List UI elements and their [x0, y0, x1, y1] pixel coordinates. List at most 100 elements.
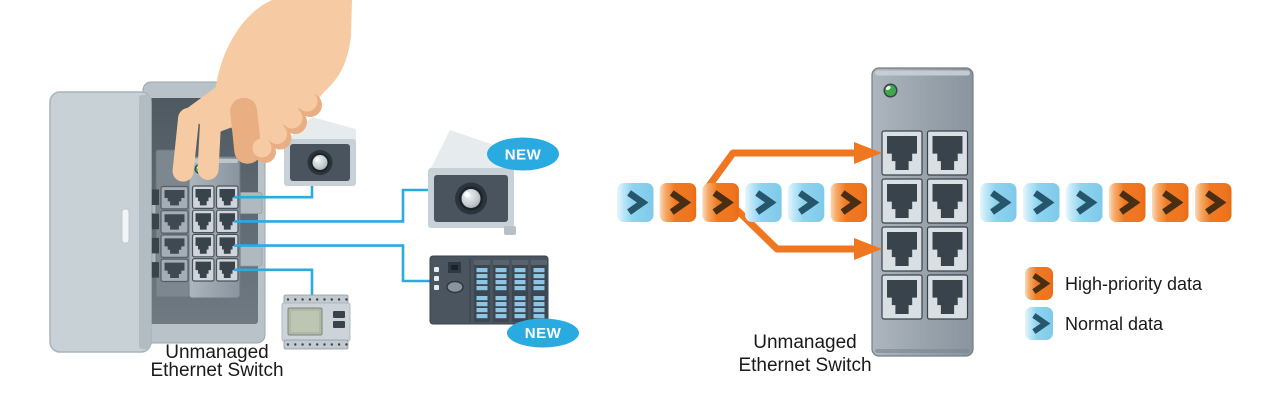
legend-label-high-priority: High-priority data [1065, 274, 1203, 294]
packet-normal [1066, 183, 1103, 222]
rj45-jack-icon [219, 261, 235, 278]
packet-normal [1023, 183, 1060, 222]
meter-button [333, 321, 345, 328]
packet-normal [617, 183, 654, 222]
rj45-jack-icon [887, 232, 917, 266]
terminal-dot [301, 298, 304, 301]
rj45-jack-icon [195, 261, 211, 278]
door-handle [121, 208, 130, 244]
rj45-jack-icon [164, 214, 185, 230]
arrowhead-icon [854, 238, 882, 260]
new-badge: NEW [507, 318, 579, 348]
camera-lens-icon [307, 150, 333, 175]
rj45-jack-icon [932, 280, 963, 314]
legend: High-priority data Normal data [1025, 267, 1203, 340]
serial-port-icon [446, 280, 464, 294]
cabinet-door [49, 91, 152, 353]
connection-line [234, 244, 432, 283]
rj45-jack-icon [887, 280, 917, 314]
chevron-icon [755, 190, 777, 215]
terminal-dot [308, 298, 312, 301]
high-priority-arrow [703, 149, 856, 193]
chevron-icon [1162, 190, 1184, 215]
chevron-icon [990, 190, 1012, 215]
chevron-icon [1119, 190, 1141, 215]
hand [172, 0, 352, 182]
scene-right: High-priority data Normal data Unmanaged… [617, 67, 1232, 376]
rj45-jack-icon [195, 237, 211, 254]
rj45-jack-icon [164, 190, 185, 206]
chevron-icon [1032, 273, 1051, 294]
chevron-icon [712, 190, 734, 215]
connection-line [234, 188, 430, 223]
terminal-dot [316, 343, 319, 346]
left-caption-line1: Unmanaged [165, 342, 269, 363]
terminal-dot [286, 298, 290, 301]
new-badge-label: NEW [505, 147, 542, 164]
packet-high-priority [1025, 267, 1053, 300]
high-priority-arrow [734, 207, 856, 253]
left-caption-line2: Ethernet Switch [150, 360, 283, 381]
terminal-dot [294, 298, 297, 301]
terminal-dot [330, 343, 333, 346]
packet-normal [745, 183, 782, 222]
terminal-dot [345, 343, 348, 346]
terminal-dot [323, 298, 326, 301]
chevron-icon [1205, 190, 1227, 215]
rj45-jack-icon [932, 232, 963, 266]
terminal-dot [301, 343, 304, 346]
chevron-icon [1076, 190, 1098, 215]
camera-lens-icon [455, 182, 487, 215]
rj45-jack-icon [219, 189, 235, 206]
arrowhead-icon [854, 142, 882, 164]
terminal-dot [286, 343, 290, 346]
installed-switch [147, 149, 195, 298]
rj45-jack-icon [887, 136, 917, 170]
terminal-dot [337, 298, 341, 301]
rj45-jack-icon [887, 184, 917, 218]
new-badge-label: NEW [525, 325, 562, 342]
plc-controller-device: NEW [429, 255, 579, 348]
packet-high-priority [659, 183, 697, 222]
connection-line [234, 268, 314, 296]
packet-high-priority [1109, 183, 1146, 222]
terminal-dot [316, 298, 319, 301]
rj45-jack-icon [219, 237, 235, 254]
rj45-jack-icon [164, 238, 185, 254]
chevron-icon [1032, 313, 1051, 334]
packet-high-priority [1195, 183, 1232, 222]
terminal-dot [308, 343, 312, 346]
packet-high-priority [830, 183, 867, 222]
rj45-jack-icon [195, 213, 211, 230]
packet-high-priority [702, 183, 739, 222]
chevron-icon [669, 190, 692, 215]
terminal-dot [294, 343, 297, 346]
rj45-jack-icon [195, 189, 211, 206]
rj45-jack-icon [932, 184, 963, 218]
chevron-icon [1033, 190, 1055, 215]
chevron-icon [627, 190, 649, 215]
outgoing-packet-stream [980, 183, 1232, 222]
rj45-jack-icon [164, 262, 185, 278]
packet-normal [1025, 307, 1053, 340]
packet-high-priority [1152, 183, 1189, 222]
ip-camera-device [284, 117, 356, 186]
scene-left: NEW NEW [49, 0, 579, 381]
packet-normal [980, 183, 1017, 222]
right-caption-line2: Ethernet Switch [738, 355, 871, 376]
connection-lines [234, 186, 432, 296]
packet-normal [787, 183, 825, 222]
incoming-packet-stream [617, 183, 867, 222]
chevron-icon [797, 190, 820, 215]
terminal-dot [330, 298, 333, 301]
ip-camera-new-device: NEW [428, 130, 559, 235]
unmanaged-switch-left [188, 156, 241, 299]
priority-arrows [703, 142, 882, 260]
chevron-icon [840, 190, 862, 215]
rj45-jack-icon [219, 213, 235, 230]
rj45-jack-icon [932, 136, 963, 170]
new-badge: NEW [487, 137, 559, 171]
power-meter-device [281, 294, 351, 350]
